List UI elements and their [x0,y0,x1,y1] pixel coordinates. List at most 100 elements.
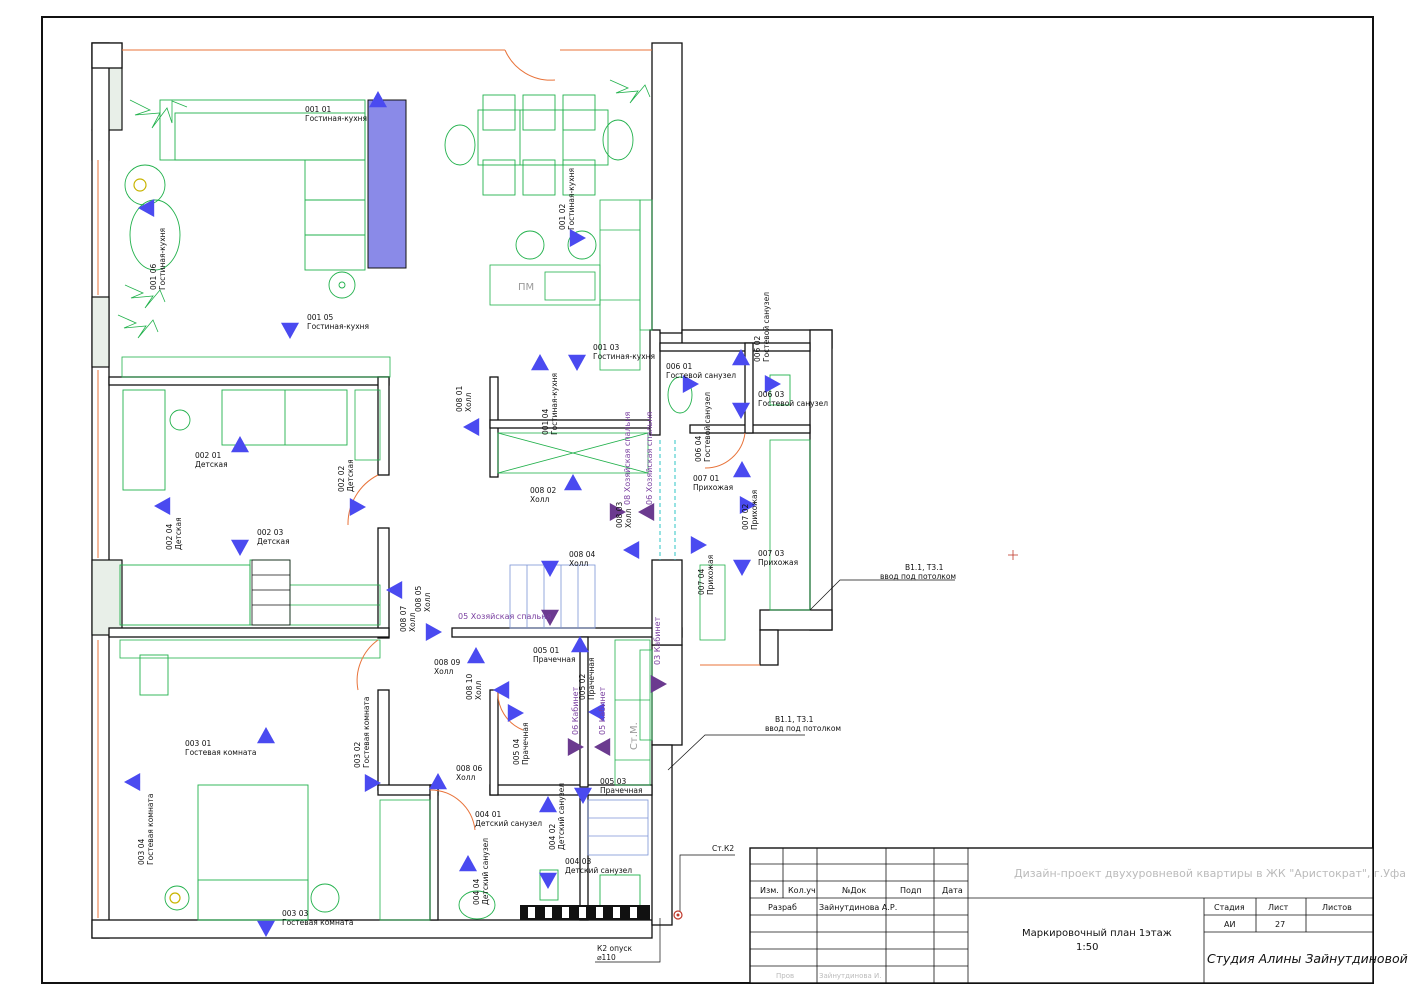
room-code: 007 04 [697,569,706,595]
room-name: Детский санузел [481,838,490,905]
fridge-label: ПМ [518,282,534,293]
dining-furniture [444,94,653,371]
view-marker [568,354,586,371]
room-code: 003 04 [137,839,146,865]
washer-label: Ст.М. [629,722,640,750]
view-marker [739,496,756,514]
room-labels: 001 01 Гостиная-кухня 001 05 Гостиная-ку… [137,105,828,927]
header-date: Дата [942,886,963,895]
room-code: 004 02 [548,824,557,850]
leader-text: ввод под потолком [880,572,956,581]
room-name: Прихожая [758,558,798,567]
room-name: Детский санузел [557,783,566,850]
leader-text: ввод под потолком [765,724,841,733]
room-name: Холл [569,559,589,568]
view-marker [588,703,605,721]
room-name: Прачечная [533,655,575,664]
project-title: Дизайн-проект двухуровневой квартиры в Ж… [1014,867,1406,880]
room-code: 002 03 [257,528,283,537]
view-marker [493,681,510,699]
laundry-cabinets [614,439,811,786]
room-name: Детский санузел [565,866,632,875]
room-code: 002 02 [337,466,346,492]
room-code: 004 03 [565,857,591,866]
room-name: Гостевой санузел [758,399,828,408]
purple-label: 05 Кабинет [598,686,607,735]
room-name: Холл [456,773,476,782]
room-code: 008 01 [455,386,464,412]
room-name: Гостиная-кухня [305,114,367,123]
room-code: 001 05 [307,313,333,322]
view-marker [459,855,477,872]
role-checker: Пров [776,972,794,980]
view-marker [364,774,381,792]
studio-name: Студия Алины Зайнутдиновой [1207,951,1408,966]
room-code: 005 01 [533,646,559,655]
view-marker [682,375,699,393]
bathroom-fixtures [458,374,791,920]
view-marker [733,461,751,478]
room-name: Гостевой санузел [703,392,712,462]
view-marker [571,636,589,653]
room-name: Прихожая [706,555,715,595]
room-code: 008 05 [414,586,423,612]
room-code: 004 01 [475,810,501,819]
room-name: Гостиная-кухня [307,322,369,331]
view-marker [541,560,559,577]
view-marker-purple [609,503,626,521]
room-name: Холл [464,392,473,412]
view-marker-purple [567,738,584,756]
view-marker [531,354,549,371]
room-name: Холл [624,508,633,528]
room-code: 008 06 [456,764,482,773]
header-ndoc: №Док [842,886,866,895]
room-code: 006 02 [753,336,762,362]
header-podp: Подп [900,886,922,895]
room-code: 008 09 [434,658,460,667]
room-name: Детская [346,459,355,492]
room-name: Холл [530,495,550,504]
view-marker [564,474,582,491]
view-marker [732,402,750,419]
view-marker [386,581,403,599]
room-name: Прихожая [750,490,759,530]
room-name: Детский санузел [475,819,542,828]
leader-text: В1.1, Т3.1 [905,563,944,572]
purple-label: 05 Хозяйская спальня [458,612,551,621]
checker-name: Зайнутдинова И. [819,972,881,980]
room-code: 008 04 [569,550,595,559]
room-name: Гостевая комната [185,748,256,757]
leader-text: ⌀110 [597,953,616,962]
room-code: 007 03 [758,549,784,558]
room-code: 007 01 [693,474,719,483]
room-name: Прачечная [521,723,530,765]
sheet-label: Лист [1268,903,1289,912]
view-marker [369,91,387,108]
view-marker [231,539,249,556]
developer-name: Зайнутдинова А.Р. [819,903,897,912]
room-code: 008 03 [615,502,624,528]
room-name: Гостевой санузел [666,371,736,380]
room-code: 008 10 [465,674,474,700]
view-marker [124,773,141,791]
view-marker [574,787,592,804]
leader-annotations: В1.1, Т3.1 ввод под потолком В1.1, Т3.1 … [595,550,1018,963]
view-marker [425,623,442,641]
living-furniture [117,79,651,339]
view-marker [690,536,707,554]
leader-text: Ст.К2 [712,844,734,853]
header-izm: Изм. [760,886,779,895]
guest-room-furniture [119,639,653,921]
room-name: Гостевой санузел [762,292,771,362]
room-name: Холл [408,612,417,632]
purple-label: 08 Хозяйская спальня [623,412,632,505]
view-marker-purple [650,675,667,693]
view-marker [623,541,640,559]
room-name: Прихожая [693,483,733,492]
room-code: 003 03 [282,909,308,918]
view-marker [154,497,171,515]
stage-value: АИ [1224,920,1235,929]
sheet-scale: 1:50 [1076,942,1098,953]
room-name: Детская [195,460,228,469]
room-code: 003 01 [185,739,211,748]
